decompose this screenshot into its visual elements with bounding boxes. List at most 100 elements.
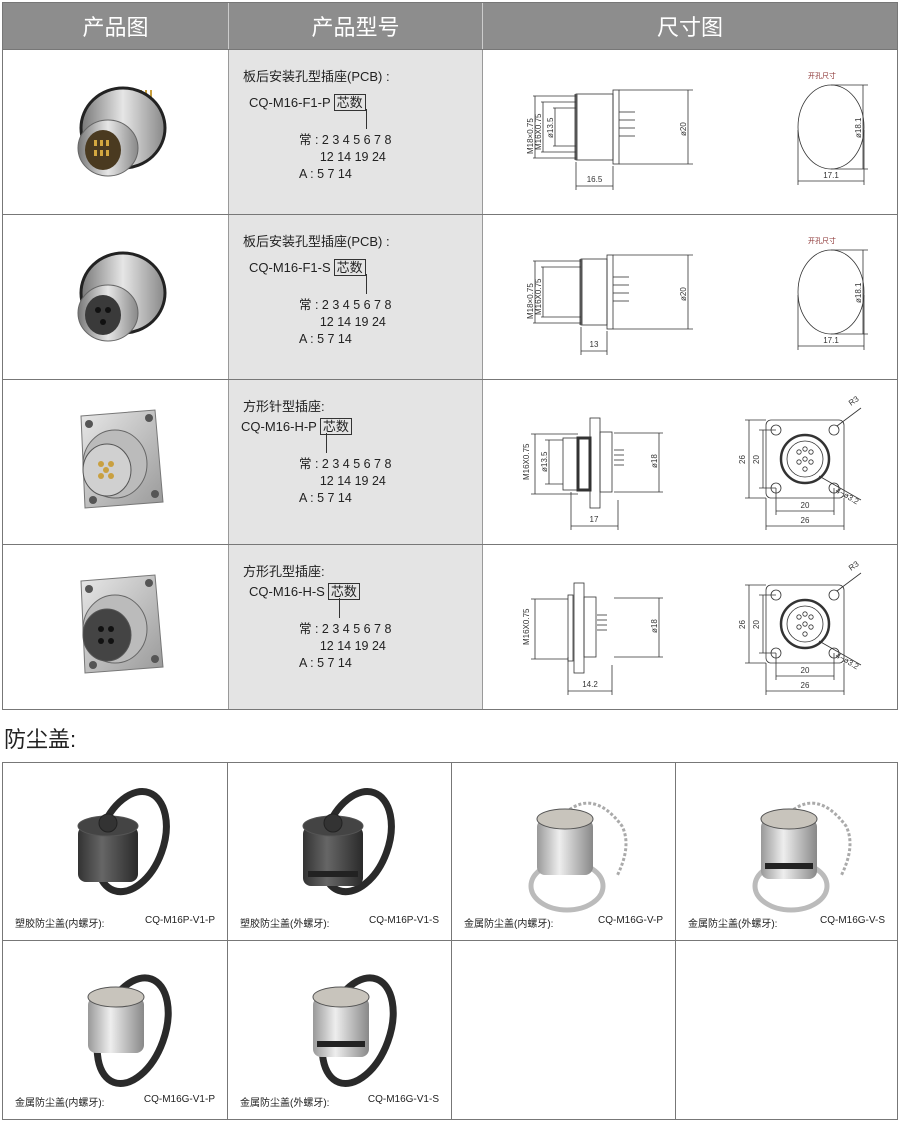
dust-cap-model: CQ-M16G-V1-S	[367, 1094, 439, 1105]
core-count-box: 芯数	[333, 94, 366, 111]
dimension-label: 20	[752, 455, 761, 464]
dimension-label: ø13.5	[540, 451, 549, 472]
product-table: 产品图 产品型号 尺寸图 板后安装孔型插座(PCB) : CQ-M16-F1-P…	[2, 2, 898, 710]
dust-cap-photo	[77, 788, 170, 896]
model-code: CQ-M16-F1-P	[249, 95, 331, 110]
dust-cap-photo	[752, 801, 852, 913]
dimension-label: 26	[738, 455, 747, 464]
dust-cap-item: 金属防尘盖(内螺牙): CQ-M16G-V-P	[452, 763, 676, 941]
dust-cap-type: 塑胶防尘盖(内螺牙):	[15, 919, 105, 930]
core-options: 常 : 2 3 4 5 6 7 8 12 14 19 24 A : 5 7 14	[299, 457, 392, 505]
dust-cap-item: 金属防尘盖(外螺牙): CQ-M16G-V-S	[676, 763, 897, 941]
empty-cell	[452, 941, 676, 1119]
dust-cap-model: CQ-M16G-V-S	[819, 915, 885, 926]
dimension-label: 14.2	[582, 680, 598, 689]
dust-cap-item: 塑胶防尘盖(内螺牙): CQ-M16P-V1-P	[3, 763, 228, 941]
dust-cap-model: CQ-M16G-V1-P	[143, 1094, 215, 1105]
dimension-label: ø18.1	[854, 282, 863, 303]
dimension-label: ø20	[679, 287, 688, 301]
dimension-label: M18×0.75	[526, 283, 535, 319]
radius-label: R3	[847, 394, 861, 408]
dimension-label: 20	[801, 666, 810, 675]
dimension-label: 17.1	[823, 336, 839, 345]
hole-size-label: 开孔尺寸	[808, 236, 836, 245]
header-dimension-drawing: 尺寸图	[656, 15, 723, 40]
product-type: 板后安装孔型插座(PCB) :	[243, 234, 390, 249]
dust-cap-type: 金属防尘盖(内螺牙):	[464, 919, 554, 930]
core-count-box: 芯数	[333, 259, 366, 276]
core-options: 常 : 2 3 4 5 6 7 8 12 14 19 24 A : 5 7 14	[299, 133, 392, 181]
product-image-cell	[3, 50, 229, 214]
dimension-label: 20	[752, 620, 761, 629]
dimension-label: 20	[801, 501, 810, 510]
dimension-label: ø18.1	[854, 117, 863, 138]
dust-cap-photo	[528, 801, 628, 913]
dimension-label: M16X0.75	[534, 113, 543, 150]
dust-cap-type: 金属防尘盖(内螺牙):	[15, 1098, 105, 1109]
empty-cell	[676, 941, 897, 1119]
product-type: 板后安装孔型插座(PCB) :	[243, 69, 390, 84]
dimension-label: ø13.5	[546, 117, 555, 138]
core-options: 常 : 2 3 4 5 6 7 8 12 14 19 24 A : 5 7 14	[299, 622, 392, 670]
radius-label: R3	[847, 559, 861, 573]
product-type: 方形孔型插座:	[243, 564, 325, 579]
dimension-label: 16.5	[587, 175, 603, 184]
dust-cap-item: 金属防尘盖(内螺牙): CQ-M16G-V1-P	[3, 941, 228, 1119]
dimension-label: 26	[801, 516, 810, 525]
connector-photo	[77, 251, 167, 342]
leader-line	[326, 433, 327, 453]
dust-cap-item: 金属防尘盖(外螺牙): CQ-M16G-V1-S	[228, 941, 452, 1119]
model-code: CQ-M16-F1-S	[249, 260, 331, 275]
dust-cap-photo	[87, 974, 172, 1088]
dust-cap-photo	[302, 788, 395, 896]
dust-cap-model: CQ-M16P-V1-P	[144, 915, 215, 926]
square-flange-connector-photo	[80, 574, 164, 674]
product-image-cell	[3, 215, 229, 379]
dust-cap-model: CQ-M16G-V-P	[597, 915, 663, 926]
product-image-cell	[3, 545, 229, 709]
leader-line	[339, 598, 340, 618]
dust-cap-model: CQ-M16P-V1-S	[368, 915, 439, 926]
header-product-image: 产品图	[3, 3, 229, 49]
mounting-holes-label: 4−ø3.2	[834, 486, 861, 507]
dust-cap-type: 金属防尘盖(外螺牙):	[240, 1098, 330, 1109]
square-flange-connector-photo	[80, 409, 164, 509]
header-product-model: 产品型号	[229, 3, 483, 49]
dust-cap-type: 塑胶防尘盖(外螺牙):	[240, 919, 330, 930]
product-image-cell	[3, 380, 229, 544]
dimension-label: ø18	[650, 619, 659, 633]
model-code: CQ-M16-H-P	[241, 419, 317, 434]
dimension-label: 26	[801, 681, 810, 690]
dimension-label: 17.1	[823, 171, 839, 180]
dust-cap-photo	[312, 974, 397, 1088]
leader-line	[366, 274, 367, 294]
dust-cap-type: 金属防尘盖(外螺牙):	[688, 919, 778, 930]
dust-cap-grid: 塑胶防尘盖(内螺牙): CQ-M16P-V1-P 塑胶防尘盖(外螺牙): CQ-M1…	[2, 762, 898, 1120]
dimension-label: M18×0.75	[526, 118, 535, 154]
dimension-label: ø20	[679, 122, 688, 136]
leader-line	[366, 109, 367, 129]
table-header: 产品图 产品型号 尺寸图	[3, 3, 897, 49]
dimension-label: ø18	[650, 454, 659, 468]
product-type: 方形针型插座:	[243, 399, 325, 414]
dimension-label: 17	[590, 515, 599, 524]
hole-size-label: 开孔尺寸	[808, 71, 836, 80]
